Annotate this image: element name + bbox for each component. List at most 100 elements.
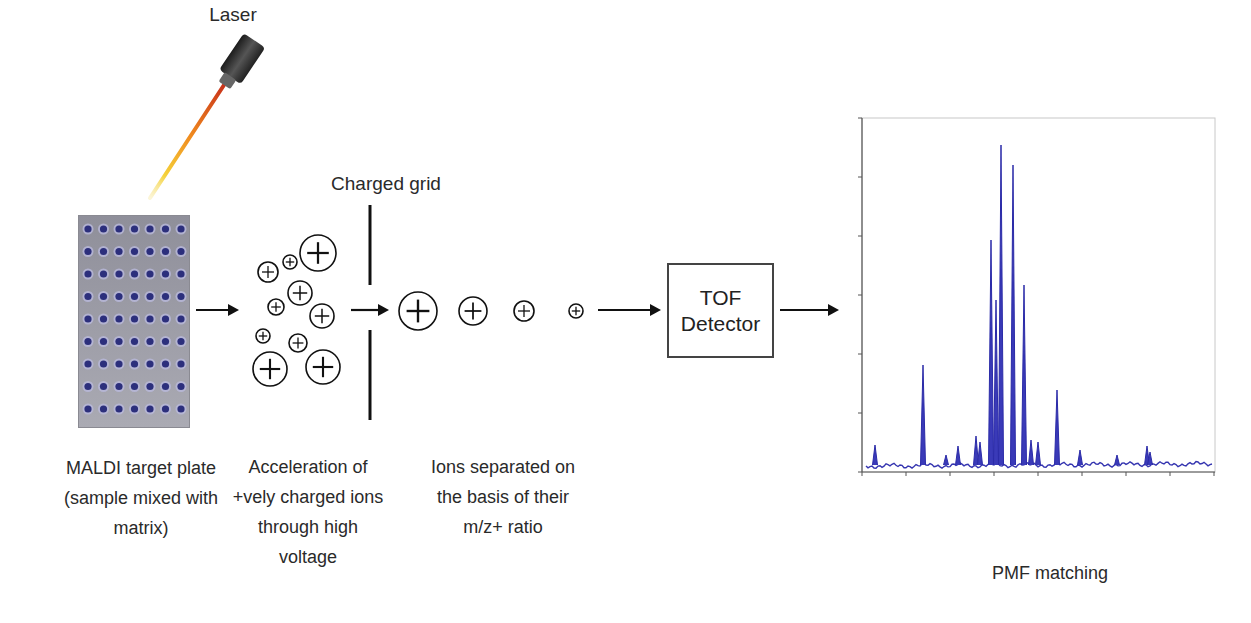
sample-well (100, 338, 107, 345)
axis-tick (1170, 472, 1171, 476)
sample-well (131, 270, 138, 277)
plot-frame (862, 118, 1215, 472)
well-halo (160, 404, 171, 415)
ion-outline (258, 262, 278, 282)
sample-well (162, 270, 169, 277)
ion-outline (283, 255, 297, 269)
sample-well (177, 315, 184, 322)
axis-tick (858, 177, 862, 178)
sample-well (131, 293, 138, 300)
sample-well (131, 405, 138, 412)
plus-sign (275, 302, 276, 312)
axis-tick (906, 472, 907, 476)
sample-well (146, 225, 153, 232)
plus-sign (472, 303, 474, 320)
well-halo (98, 291, 109, 302)
spectrum-peak (873, 445, 878, 465)
well-halo (98, 359, 109, 370)
sample-well (84, 315, 91, 322)
stage-caption: PMF matching (940, 558, 1160, 588)
mass-spectrum (858, 118, 1215, 476)
spectrum-peak (1011, 165, 1016, 465)
spectrum-peak (994, 300, 999, 465)
grid-label: Charged grid (331, 172, 441, 196)
ion-circle (459, 297, 487, 325)
sample-well (131, 360, 138, 367)
plate-wells (79, 216, 189, 427)
sample-well (146, 405, 153, 412)
well-halo (176, 359, 187, 370)
well-halo (160, 224, 171, 235)
well-halo (145, 404, 156, 415)
arrow-head (650, 304, 661, 316)
sample-well (177, 383, 184, 390)
plus-sign (523, 305, 524, 317)
well-halo (145, 269, 156, 280)
axis-tick (858, 413, 862, 414)
well-halo (160, 381, 171, 392)
well-halo (176, 314, 187, 325)
ion-outline (399, 292, 437, 330)
ion-circle (514, 301, 534, 321)
sample-well (131, 315, 138, 322)
sample-well (84, 360, 91, 367)
ion-circle (306, 350, 340, 384)
plus-sign (267, 266, 268, 278)
well-halo (129, 246, 140, 257)
sample-well (84, 270, 91, 277)
charged-grid (369, 330, 372, 420)
flow-arrow (196, 304, 239, 316)
sample-well (115, 248, 122, 255)
laser-label: Laser (209, 3, 257, 27)
spectrum-peak (1022, 285, 1027, 465)
spectrum-peak (999, 145, 1004, 465)
well-halo (114, 359, 125, 370)
well-halo (83, 224, 94, 235)
well-halo (176, 269, 187, 280)
axis-tick (1038, 472, 1039, 476)
sample-well (162, 405, 169, 412)
charged-grid (369, 205, 372, 285)
sample-well (131, 338, 138, 345)
well-halo (160, 269, 171, 280)
ion-circle (283, 255, 297, 269)
spectrum-peak (921, 365, 926, 465)
axis-tick (858, 236, 862, 237)
detector-box: TOF Detector (667, 263, 774, 358)
well-halo (98, 269, 109, 280)
axis-tick (950, 472, 951, 476)
ion-circle (300, 235, 336, 271)
ion-outline (310, 304, 334, 328)
well-halo (145, 336, 156, 347)
ion-circle (310, 304, 334, 328)
well-halo (176, 336, 187, 347)
well-halo (114, 314, 125, 325)
sample-well (146, 293, 153, 300)
plus-sign (322, 357, 324, 377)
well-halo (129, 359, 140, 370)
sample-well (84, 225, 91, 232)
ion-outline (514, 301, 534, 321)
well-halo (176, 381, 187, 392)
sample-well (100, 405, 107, 412)
plus-sign (417, 300, 419, 323)
axis-tick (1082, 472, 1083, 476)
ion-circle (256, 329, 270, 343)
well-halo (160, 291, 171, 302)
well-halo (129, 381, 140, 392)
well-halo (114, 291, 125, 302)
sample-well (84, 383, 91, 390)
ion-outline (289, 334, 307, 352)
laser-symbol (214, 33, 266, 92)
sample-well (177, 270, 184, 277)
ion-circle (288, 281, 312, 305)
sample-well (100, 383, 107, 390)
ion-outline (300, 235, 336, 271)
well-halo (98, 381, 109, 392)
axis-tick (1214, 472, 1215, 476)
laser-beam (150, 85, 224, 198)
ion-circle (289, 334, 307, 352)
sample-well (162, 338, 169, 345)
well-halo (145, 291, 156, 302)
axis-tick (858, 472, 862, 473)
